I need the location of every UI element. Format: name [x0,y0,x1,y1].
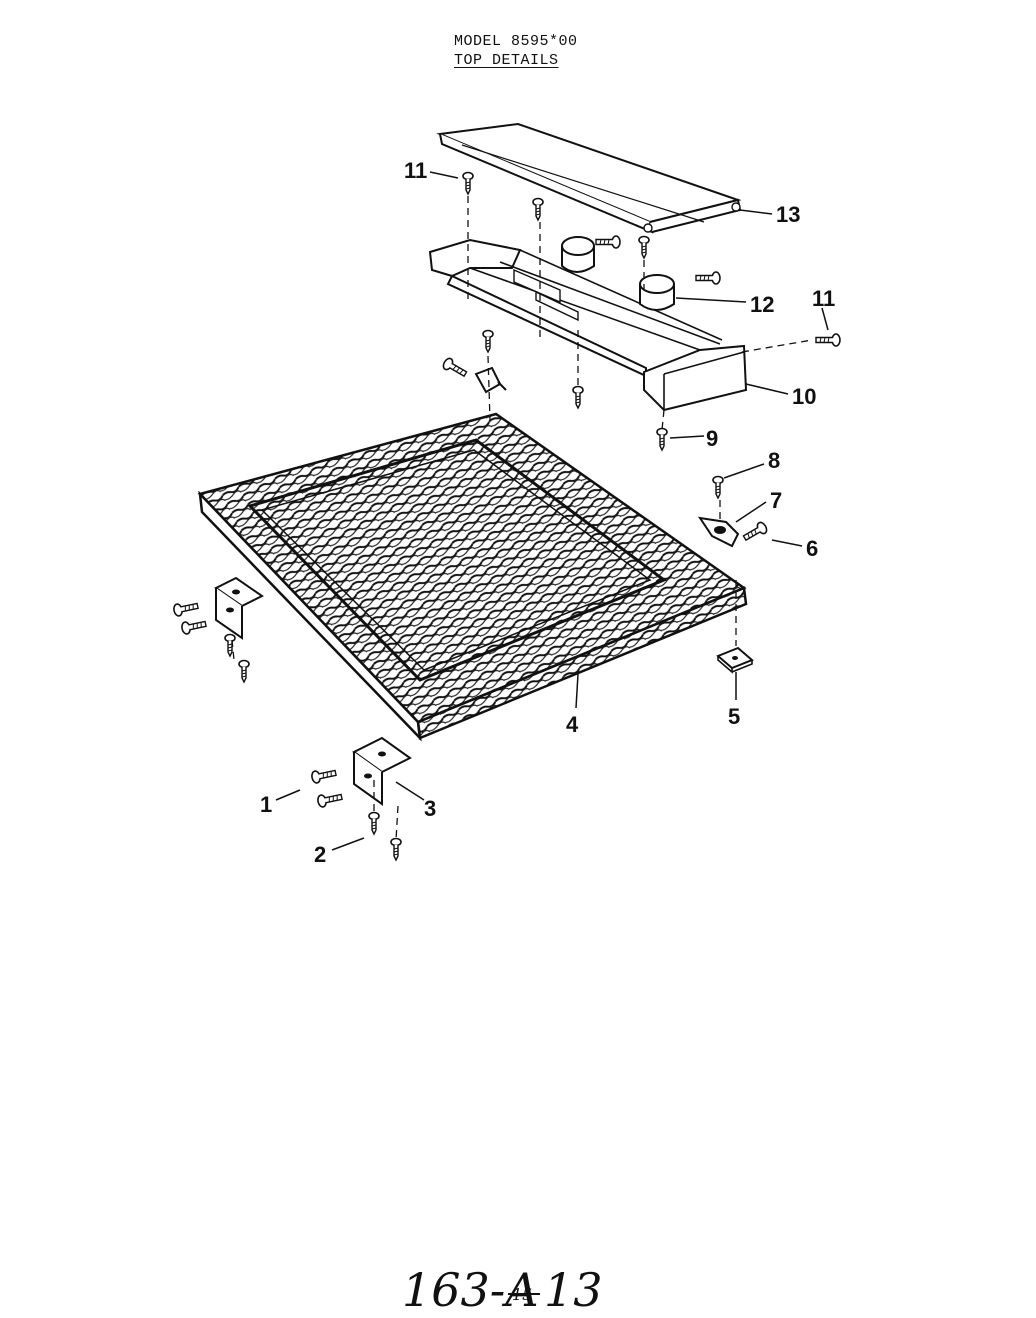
callout-12: 12 [750,292,774,317]
callout-11-top: 11 [404,158,427,183]
angle-bracket-upper [214,576,264,640]
callout-11-right: 11 [812,286,835,311]
callout-13: 13 [776,202,800,227]
callout-9: 9 [706,426,718,451]
latch-clip-right [697,516,740,548]
callout-10: 10 [792,384,816,409]
callout-8: 8 [768,448,780,473]
callout-3: 3 [424,796,436,821]
callout-4: 4 [566,712,579,737]
callout-5: 5 [728,704,740,729]
latch-clip-left [474,366,507,394]
angle-bracket-lower [352,736,412,806]
top-cover-plate [436,122,742,234]
page-code-prefix: 163-A [402,1263,539,1317]
leader-lines [275,171,829,851]
handwritten-page-code: 163-A 15 13 [402,1263,603,1317]
nut-plate [716,646,754,674]
page-code-suffix: 13 [544,1263,603,1317]
callout-2: 2 [314,842,326,867]
control-housing-frame [428,238,748,412]
rubber-bumper-1 [561,236,595,273]
section-title: TOP DETAILS [454,52,559,69]
model-title: MODEL 8595*00 [454,33,578,50]
rubber-bumper-2 [639,274,675,311]
wooden-top-board [197,412,748,742]
callout-6: 6 [806,536,818,561]
callout-1: 1 [260,792,272,817]
assembly-lines [231,196,813,841]
callout-7: 7 [770,488,782,513]
